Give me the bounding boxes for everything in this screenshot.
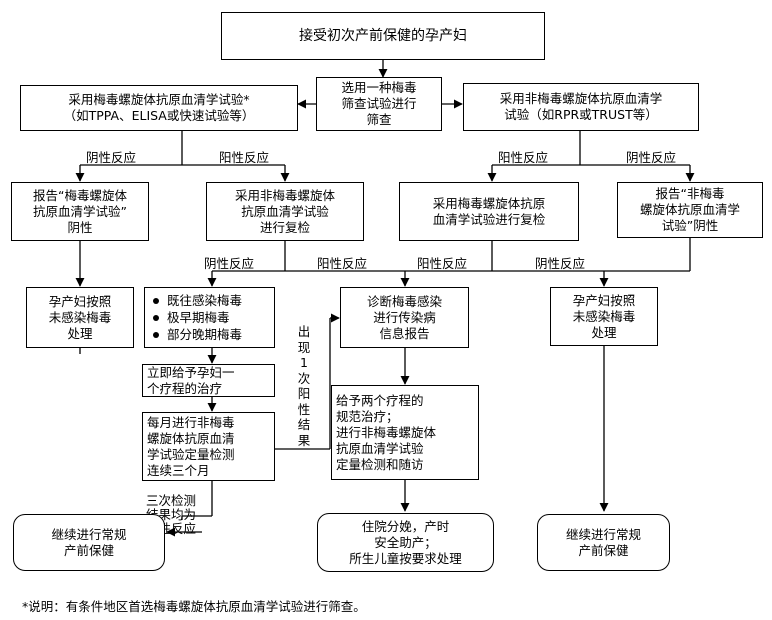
history-item: 部分晚期梅毒 xyxy=(153,326,242,343)
node-nontp-recheck-left: 采用非梅毒螺旋体 抗原血清学试验 进行复检 xyxy=(206,182,364,241)
label-recheck-left-neg: 阴性反应 xyxy=(204,256,255,271)
node-report-nontp-negative: 报告“非梅毒 螺旋体抗原血清学 试验”阴性 xyxy=(617,182,763,238)
node-monthly-test: 每月进行非梅毒 螺旋体抗原血清 学试验定量检测 连续三个月 xyxy=(142,412,275,481)
node-continue-left: 继续进行常规 产前保健 xyxy=(13,514,165,571)
label-left-pos: 阳性反应 xyxy=(219,150,270,165)
node-uninfected-left: 孕产妇按照 未感染梅毒 处理 xyxy=(26,287,134,348)
label-once-positive: 出现1次阳性结果 xyxy=(297,324,311,448)
label-right-neg: 阴性反应 xyxy=(626,150,677,165)
node-uninfected-right: 孕产妇按照 未感染梅毒 处理 xyxy=(550,287,658,346)
label-recheck-right-pos: 阳性反应 xyxy=(417,256,468,271)
label-right-pos: 阳性反应 xyxy=(498,150,549,165)
node-history-list: 既往感染梅毒 极早期梅毒 部分晚期梅毒 xyxy=(144,287,275,348)
node-continue-right: 继续进行常规 产前保健 xyxy=(537,514,670,571)
label-left-neg: 阴性反应 xyxy=(86,150,137,165)
footnote: *说明：有条件地区首选梅毒螺旋体抗原血清学试验进行筛查。 xyxy=(22,599,366,614)
node-two-courses: 给予两个疗程的 规范治疗； 进行非梅毒螺旋体 抗原血清学试验 定量检测和随访 xyxy=(331,385,479,480)
node-one-course: 立即给予孕妇一 个疗程的治疗 xyxy=(142,364,275,397)
history-item: 极早期梅毒 xyxy=(153,309,242,326)
node-tp-recheck-right: 采用梅毒螺旋体抗原 血清学试验进行复检 xyxy=(399,182,579,241)
node-hospital-delivery: 住院分娩，产时 安全助产； 所生儿童按要求处理 xyxy=(317,513,494,572)
label-recheck-left-pos: 阳性反应 xyxy=(317,256,368,271)
node-diagnose-report: 诊断梅毒感染 进行传染病 信息报告 xyxy=(340,287,469,348)
node-select-screening: 选用一种梅毒 筛查试验进行 筛查 xyxy=(316,77,442,131)
node-right-test: 采用非梅毒螺旋体抗原血清学 试验（如RPR或TRUST等） xyxy=(463,83,699,131)
label-recheck-right-neg: 阴性反应 xyxy=(535,256,586,271)
node-left-test: 采用梅毒螺旋体抗原血清学试验* （如TPPA、ELISA或快速试验等） xyxy=(20,85,298,131)
history-item: 既往感染梅毒 xyxy=(153,292,242,309)
node-report-tp-negative: 报告“梅毒螺旋体 抗原血清学试验” 阴性 xyxy=(11,182,149,241)
node-start: 接受初次产前保健的孕产妇 xyxy=(221,12,545,60)
